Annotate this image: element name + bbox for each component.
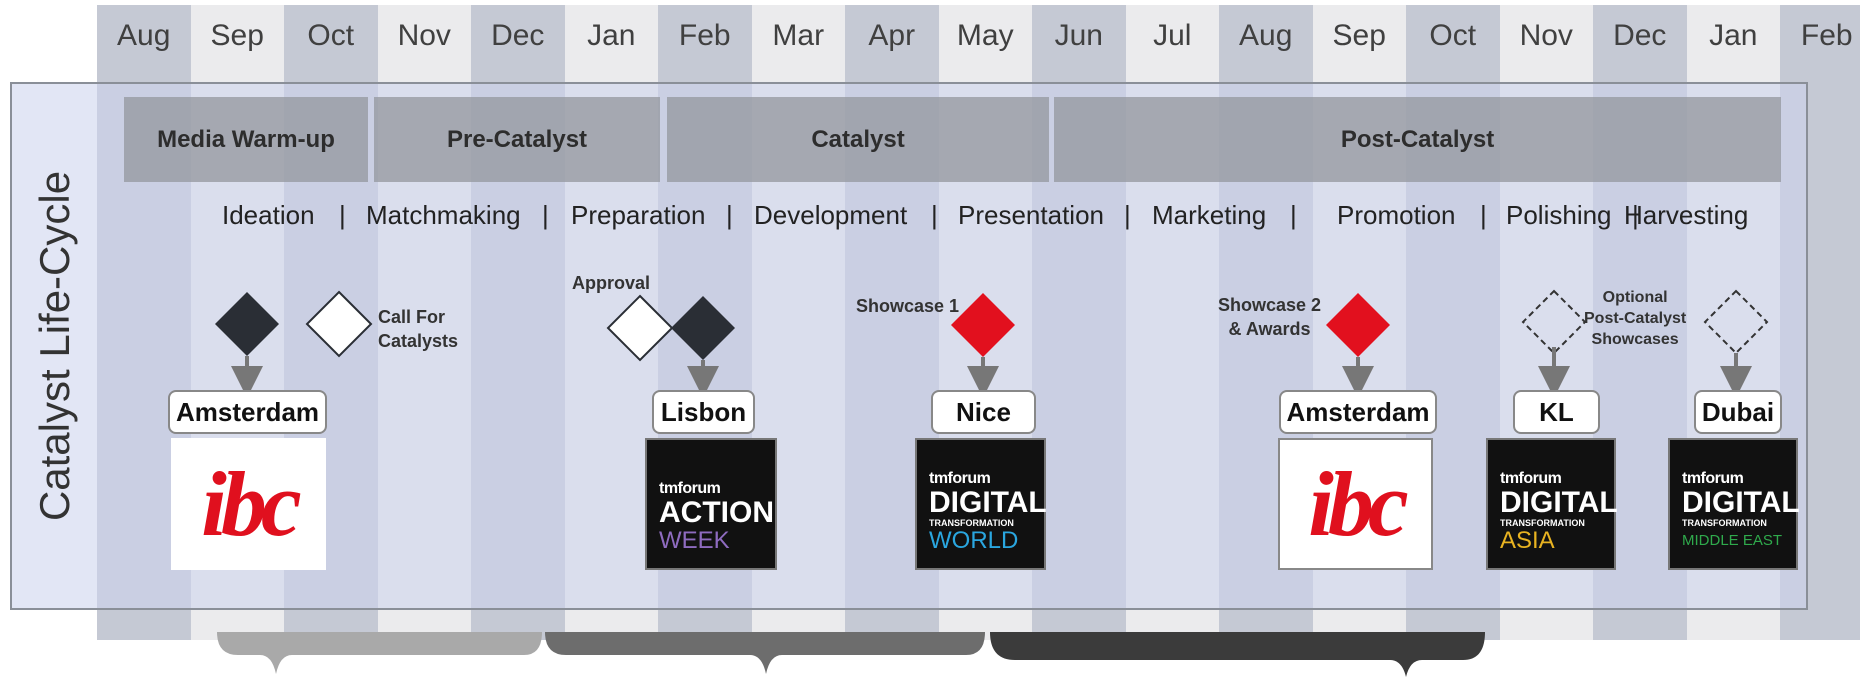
logo-line: DIGITAL: [1682, 486, 1800, 519]
activity-marketing: Marketing: [1152, 200, 1267, 230]
activity-separator: |: [1480, 200, 1487, 230]
month-label: Apr: [868, 19, 916, 52]
activity-polishing: Polishing: [1506, 200, 1612, 230]
logo-line: ASIA: [1500, 527, 1555, 554]
period-brace-3: [990, 632, 1485, 677]
activity-separator: |: [1124, 200, 1131, 230]
phase-catalyst: Catalyst: [667, 97, 1049, 182]
month-label: Aug: [117, 19, 171, 52]
period-brace-1: [217, 632, 542, 674]
city-label-amsterdam: Amsterdam: [168, 390, 327, 434]
activity-separator: |: [726, 200, 733, 230]
month-label: Aug: [1239, 19, 1293, 52]
month-label: Jun: [1054, 19, 1103, 52]
activity-row: Ideation | Matchmaking | Preparation | D…: [200, 200, 1800, 240]
activity-separator: |: [931, 200, 938, 230]
logo-line: WORLD: [929, 527, 1019, 554]
city-label-lisbon: Lisbon: [652, 390, 755, 434]
logo-line: DIGITAL: [1500, 486, 1618, 519]
note-optional-showcases: Optional Post-Catalyst Showcases: [1584, 289, 1687, 348]
tmforum-brand: tmforum: [929, 470, 991, 487]
phase-media-warmup: Media Warm-up: [124, 97, 368, 182]
logo-line: TRANSFORMATION: [1500, 518, 1585, 528]
month-label: Jan: [587, 19, 636, 52]
ibc-logo-text: ibc: [1308, 453, 1408, 555]
showcase-diamond-red: [951, 293, 1015, 357]
month-label: Dec: [1613, 19, 1667, 52]
tmforum-dta-logo: tmforum DIGITAL TRANSFORMATION ASIA: [1486, 438, 1618, 570]
activity-presentation: Presentation: [958, 200, 1104, 230]
milestone-diamond-outline: [606, 294, 674, 362]
month-label: Oct: [1429, 19, 1477, 52]
ibc-logo-text: ibc: [201, 453, 301, 555]
activity-matchmaking: Matchmaking: [366, 200, 521, 230]
activity-ideation: Ideation: [222, 200, 315, 230]
note-showcase-1: Showcase 1: [856, 296, 960, 316]
logo-line: TRANSFORMATION: [929, 518, 1014, 528]
milestone-diamond-filled: [671, 296, 735, 360]
tmforum-brand: tmforum: [1500, 470, 1562, 487]
activity-separator: |: [1632, 200, 1639, 230]
month-label: Sep: [1332, 19, 1386, 52]
month-label: Dec: [491, 19, 545, 52]
tmforum-dtme-logo: tmforum DIGITAL TRANSFORMATION MIDDLE EA…: [1668, 438, 1800, 570]
month-label: Mar: [772, 19, 825, 52]
showcase-diamond-red: [1326, 293, 1390, 357]
month-label: Nov: [397, 19, 451, 52]
month-label: Oct: [307, 19, 355, 52]
city-label-amsterdam: Amsterdam: [1279, 390, 1437, 434]
phase-pre-catalyst: Pre-Catalyst: [374, 97, 660, 182]
milestone-diamond-filled: [215, 292, 279, 356]
logo-line: ACTION: [659, 496, 774, 529]
month-label: Feb: [678, 19, 731, 52]
period-brace-2: [545, 632, 985, 674]
note-call-for-catalysts: Call For Catalysts: [378, 307, 459, 351]
month-label: Sep: [210, 19, 264, 52]
activity-harvesting: Harvesting: [1624, 200, 1749, 230]
note-approval: Approval: [572, 273, 651, 293]
month-label: Nov: [1519, 19, 1573, 52]
activity-separator: |: [1290, 200, 1297, 230]
logo-line: TRANSFORMATION: [1682, 518, 1767, 528]
activity-separator: |: [542, 200, 549, 230]
ibc-logo: ibc: [171, 438, 326, 570]
tmforum-action-week-logo: tmforum ACTION WEEK: [645, 438, 777, 570]
logo-line: WEEK: [659, 527, 730, 554]
activity-promotion: Promotion: [1337, 200, 1456, 230]
phase-post-catalyst: Post-Catalyst: [1054, 97, 1781, 182]
city-label-nice: Nice: [931, 390, 1036, 434]
activity-separator: |: [339, 200, 346, 230]
tmforum-dtw-logo: tmforum DIGITAL TRANSFORMATION WORLD: [915, 438, 1047, 570]
logo-line: MIDDLE EAST: [1682, 532, 1783, 549]
logo-line: DIGITAL: [929, 486, 1047, 519]
note-showcase-2-awards: Showcase 2 & Awards: [1218, 295, 1322, 339]
milestone-diamond-outline: [305, 290, 373, 358]
tmforum-brand: tmforum: [659, 480, 721, 497]
month-label: Jul: [1153, 19, 1192, 52]
month-label: Feb: [1800, 19, 1853, 52]
optional-diamond-dashed: [1703, 289, 1769, 355]
month-label: May: [956, 19, 1014, 52]
tmforum-brand: tmforum: [1682, 470, 1744, 487]
activity-development: Development: [754, 200, 908, 230]
activity-preparation: Preparation: [571, 200, 706, 230]
ibc-logo: ibc: [1278, 438, 1433, 570]
city-label-kl: KL: [1513, 390, 1600, 434]
month-label: Jan: [1709, 19, 1758, 52]
optional-diamond-dashed: [1521, 289, 1587, 355]
city-label-dubai: Dubai: [1694, 390, 1782, 434]
